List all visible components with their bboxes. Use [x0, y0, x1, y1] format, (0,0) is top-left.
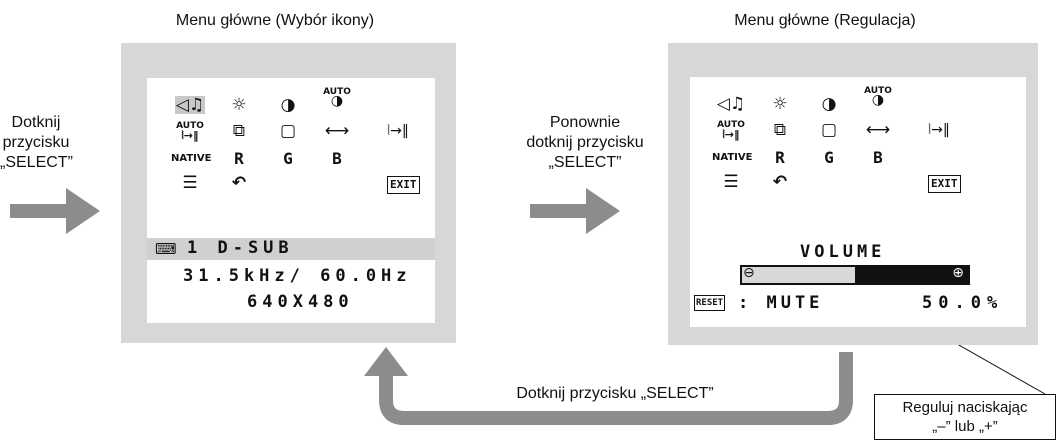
red-icon: R [775, 148, 785, 167]
size-icon: ▢ [279, 121, 297, 141]
arrow-return-head [364, 347, 408, 376]
volume-slider[interactable]: ⊖ ⊕ [740, 265, 970, 285]
auto-label: AUTO [864, 86, 892, 96]
keyboard-icon: ⌨ [155, 240, 177, 258]
exit-icon: EXIT [928, 175, 961, 193]
step-first-line-1: Dotknij [11, 114, 61, 131]
factory-reset-icon: ↶ [231, 173, 247, 193]
h-size-icon: ⟷ [324, 121, 350, 141]
contrast-icon: ◑ [821, 94, 837, 114]
adjust-callout: Reguluj naciskając „–” lub „+” [874, 394, 1056, 440]
speaker-note-icon: ◁♫ [175, 95, 205, 115]
volume-value: 50.0% [922, 293, 1004, 313]
size-icon: ▢ [820, 120, 838, 140]
exit-icon: EXIT [387, 176, 420, 194]
step-first-line-3: „SELECT” [0, 154, 73, 171]
speaker-note-icon: ◁♫ [716, 94, 746, 114]
auto-label: AUTO [323, 87, 351, 97]
step-select-first: Dotknij przycisku „SELECT” [0, 113, 73, 173]
tools-icon: ☰ [723, 172, 739, 192]
right-menu-caption: Menu główne (Regulacja) [734, 12, 916, 29]
input-bar: ⌨ 1 D-SUB [147, 238, 435, 260]
native-icon: NATIVE [171, 153, 212, 164]
volume-title: VOLUME [800, 242, 886, 262]
position-icon: ⧉ [232, 121, 246, 141]
arrow-to-right-screen [530, 188, 620, 234]
blue-icon: B [332, 149, 342, 168]
right-osd: ◁♫ ☼ ◑ AUTO◑ AUTO⦚→‖ ⧉ ▢ ⟷ ⦚→‖ NATIVE R … [690, 77, 1026, 327]
step-second-line-2: dotknij przycisku [526, 134, 644, 151]
green-icon: G [283, 149, 293, 168]
position-icon: ⧉ [773, 120, 787, 140]
factory-reset-icon: ↶ [772, 172, 788, 192]
frequency-readout: 31.5kHz/ 60.0Hz [183, 266, 412, 286]
arrow-return [379, 352, 853, 425]
auto-adjust-icon: AUTO⦚→‖ [175, 122, 205, 142]
step-first-line-2: przycisku [2, 134, 70, 151]
contrast-icon: ◑ [280, 95, 296, 115]
h-size-icon: ⟷ [865, 120, 891, 140]
callout-line-1: Reguluj naciskając [902, 399, 1028, 416]
fine-icon: ⦚→‖ [928, 122, 950, 138]
tools-icon: ☰ [182, 173, 198, 193]
plus-icon[interactable]: ⊕ [952, 265, 964, 281]
brightness-icon: ☼ [772, 94, 788, 114]
resolution-readout: 640X480 [247, 292, 354, 312]
minus-icon[interactable]: ⊖ [743, 265, 755, 281]
reset-label: RESET [694, 295, 726, 311]
mute-label: : MUTE [738, 293, 824, 313]
step-second-line-1: Ponownie [549, 114, 621, 131]
brightness-icon: ☼ [231, 95, 247, 115]
auto-label: AUTO [717, 120, 745, 130]
auto-contrast-icon: AUTO◑ [863, 86, 893, 108]
step-select-second: Ponownie dotknij przycisku „SELECT” [500, 113, 670, 173]
auto-contrast-glyph: ◑ [871, 92, 885, 108]
step-select-return: Dotknij przycisku „SELECT” [516, 385, 714, 402]
arrow-to-left-screen [10, 188, 100, 234]
red-icon: R [234, 149, 244, 168]
native-icon: NATIVE [712, 152, 753, 163]
right-monitor: ◁♫ ☼ ◑ AUTO◑ AUTO⦚→‖ ⧉ ▢ ⟷ ⦚→‖ NATIVE R … [668, 43, 1038, 345]
auto-adjust-icon: AUTO⦚→‖ [716, 121, 746, 141]
callout-line-2: „–” lub „+” [932, 418, 998, 435]
auto-adjust-glyph: ⦚→‖ [181, 129, 199, 142]
blue-icon: B [873, 148, 883, 167]
auto-adjust-glyph: ⦚→‖ [722, 128, 740, 141]
fine-icon: ⦚→‖ [387, 123, 409, 139]
green-icon: G [824, 148, 834, 167]
left-monitor: ◁♫ ☼ ◑ AUTO◑ AUTO⦚→‖ ⧉ ▢ ⟷ ⦚→‖ NATIVE R … [121, 43, 456, 343]
auto-contrast-glyph: ◑ [330, 93, 344, 109]
step-second-line-3: „SELECT” [548, 154, 622, 171]
auto-contrast-icon: AUTO◑ [322, 87, 352, 109]
left-osd: ◁♫ ☼ ◑ AUTO◑ AUTO⦚→‖ ⧉ ▢ ⟷ ⦚→‖ NATIVE R … [147, 78, 435, 323]
input-name: 1 D-SUB [187, 238, 294, 258]
auto-label: AUTO [176, 121, 204, 131]
volume-slider-fill [742, 267, 855, 283]
left-menu-caption: Menu główne (Wybór ikony) [175, 12, 375, 29]
